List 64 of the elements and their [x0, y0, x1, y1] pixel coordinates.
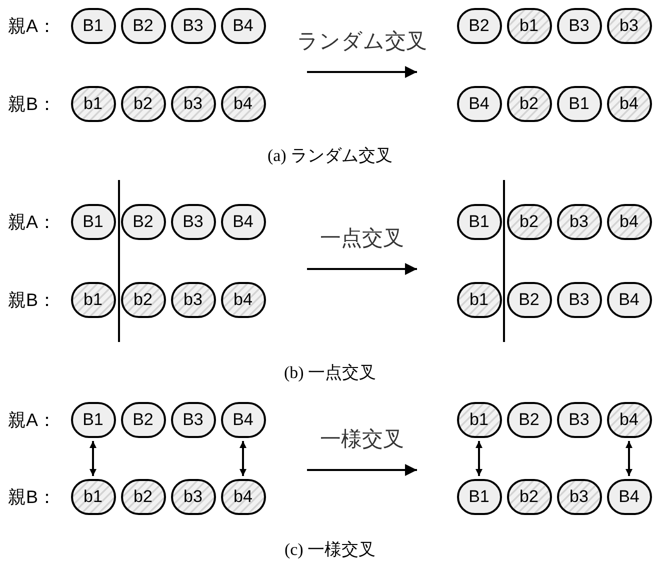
gene-capsule: b2	[506, 204, 552, 240]
subfigure-caption: (c) 一様交叉	[284, 539, 376, 561]
parent-label: 親A：	[8, 15, 56, 38]
swap-arrow	[626, 441, 632, 476]
gene-capsule: B2	[456, 8, 502, 44]
gene-capsule: B4	[220, 204, 266, 240]
gene-capsule: b2	[120, 282, 166, 318]
gene-capsule: b3	[170, 282, 216, 318]
gene-capsule: B4	[220, 402, 266, 438]
swap-arrow	[476, 441, 482, 476]
gene-capsule: b4	[606, 86, 652, 122]
swap-arrow	[240, 441, 246, 476]
gene-capsule: b2	[506, 86, 552, 122]
gene-capsule: B4	[456, 86, 502, 122]
gene-capsule: B1	[456, 479, 502, 515]
gene-capsule: B3	[170, 402, 216, 438]
gene-capsule: B3	[170, 8, 216, 44]
gene-capsule: B2	[506, 402, 552, 438]
gene-capsule: B4	[606, 282, 652, 318]
gene-capsule: b1	[70, 282, 116, 318]
gene-capsule: b2	[506, 479, 552, 515]
gene-capsule: B4	[220, 8, 266, 44]
gene-capsule: B1	[70, 204, 116, 240]
subfigure-caption: (b) 一点交叉	[284, 362, 376, 384]
swap-arrow	[90, 441, 96, 476]
crossover-label: 一様交叉	[320, 427, 404, 453]
gene-capsule: b4	[220, 86, 266, 122]
gene-capsule: b4	[606, 402, 652, 438]
gene-capsule: B2	[120, 8, 166, 44]
gene-capsule: b3	[556, 479, 602, 515]
crossover-label: 一点交叉	[320, 226, 404, 252]
gene-capsule: b1	[70, 479, 116, 515]
parent-label: 親B：	[8, 486, 56, 509]
gene-capsule: B1	[70, 8, 116, 44]
gene-capsule: b3	[170, 86, 216, 122]
gene-capsule: B1	[456, 204, 502, 240]
gene-capsule: B4	[606, 479, 652, 515]
parent-label: 親B：	[8, 289, 56, 312]
parent-label: 親B：	[8, 93, 56, 116]
gene-capsule: b4	[220, 282, 266, 318]
gene-capsule: B2	[506, 282, 552, 318]
gene-capsule: b1	[456, 402, 502, 438]
subfigure-caption: (a) ランダム交叉	[267, 145, 393, 167]
gene-capsule: b3	[606, 8, 652, 44]
parent-label: 親A：	[8, 211, 56, 234]
gene-capsule: b1	[456, 282, 502, 318]
gene-capsule: B3	[170, 204, 216, 240]
gene-capsule: b4	[220, 479, 266, 515]
gene-capsule: B3	[556, 8, 602, 44]
gene-capsule: B1	[70, 402, 116, 438]
gene-capsule: b1	[506, 8, 552, 44]
gene-capsule: B3	[556, 282, 602, 318]
gene-capsule: b2	[120, 479, 166, 515]
gene-capsule: B3	[556, 402, 602, 438]
gene-capsule: B1	[556, 86, 602, 122]
crossover-label: ランダム交叉	[297, 29, 427, 55]
gene-capsule: b3	[170, 479, 216, 515]
gene-capsule: b3	[556, 204, 602, 240]
gene-capsule: b2	[120, 86, 166, 122]
gene-capsule: B2	[120, 204, 166, 240]
gene-capsule: B2	[120, 402, 166, 438]
gene-capsule: b4	[606, 204, 652, 240]
parent-label: 親A：	[8, 409, 56, 432]
gene-capsule: b1	[70, 86, 116, 122]
